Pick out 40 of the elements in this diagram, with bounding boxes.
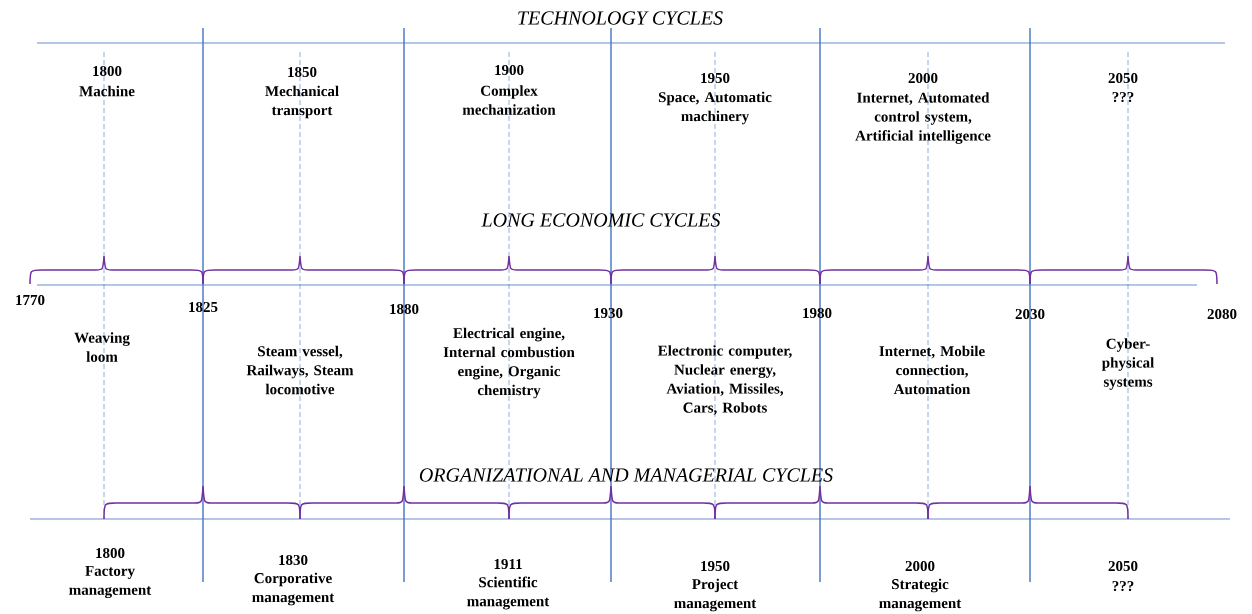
cycle-description: Internet, Mobile connection, Automation xyxy=(879,345,985,395)
section-heading: LONG ECONOMIC CYCLES xyxy=(481,213,721,227)
cycle-description: Weaving loom xyxy=(74,332,130,362)
cycle-description: Cyber- physical systems xyxy=(1101,338,1154,390)
year-label: 1770 xyxy=(16,294,45,306)
year-label: 1830 xyxy=(279,554,308,566)
cycle-description: Project management xyxy=(674,578,757,612)
year-label: 2080 xyxy=(1207,308,1237,320)
cycle-description: Strategic management xyxy=(879,578,962,612)
year-label: 1900 xyxy=(495,64,524,76)
year-label: 1980 xyxy=(803,307,832,319)
cycle-description: Space, Automatic machinery xyxy=(658,91,772,125)
section-heading: ORGANIZATIONAL AND MANAGERIAL CYCLES xyxy=(419,468,833,482)
cycle-description: ??? xyxy=(1112,580,1134,592)
cycle-description: Steam vessel, Railways, Steam locomotive xyxy=(246,345,354,395)
cycle-description: Complex mechanization xyxy=(462,85,556,115)
year-label: 2000 xyxy=(908,72,938,84)
cycle-description: Electronic computer, Nuclear energy, Aviation, Missiles, Cars, Robots xyxy=(658,345,792,415)
cycle-description: ??? xyxy=(1112,91,1134,103)
year-label: 1930 xyxy=(594,307,623,319)
year-label: 2000 xyxy=(905,560,935,572)
year-label: 1825 xyxy=(189,301,218,313)
year-label: 1880 xyxy=(390,303,419,315)
cycle-description: Electrical engine, Internal combustion engine, Organic chemistry xyxy=(443,327,575,399)
year-label: 1800 xyxy=(93,65,122,77)
year-label: 1950 xyxy=(701,72,730,84)
cycle-description: Scientific management xyxy=(467,576,550,610)
year-label: 2030 xyxy=(1015,308,1045,320)
cycle-description: Mechanical transport xyxy=(265,85,339,119)
year-label: 2050 xyxy=(1108,560,1138,572)
section-heading: TECHNOLOGY CYCLES xyxy=(518,11,723,25)
year-label: 2050 xyxy=(1108,72,1138,84)
year-label: 1911 xyxy=(494,558,522,570)
year-label: 1800 xyxy=(96,547,125,559)
cycle-description: Internet, Automated control system, Artificial intelligence xyxy=(855,92,991,144)
cycle-description: Factory management xyxy=(69,565,152,599)
year-label: 1950 xyxy=(701,560,730,572)
cycle-description: Machine xyxy=(79,85,135,97)
cycle-description: Corporative management xyxy=(252,572,335,606)
year-label: 1850 xyxy=(288,66,317,78)
